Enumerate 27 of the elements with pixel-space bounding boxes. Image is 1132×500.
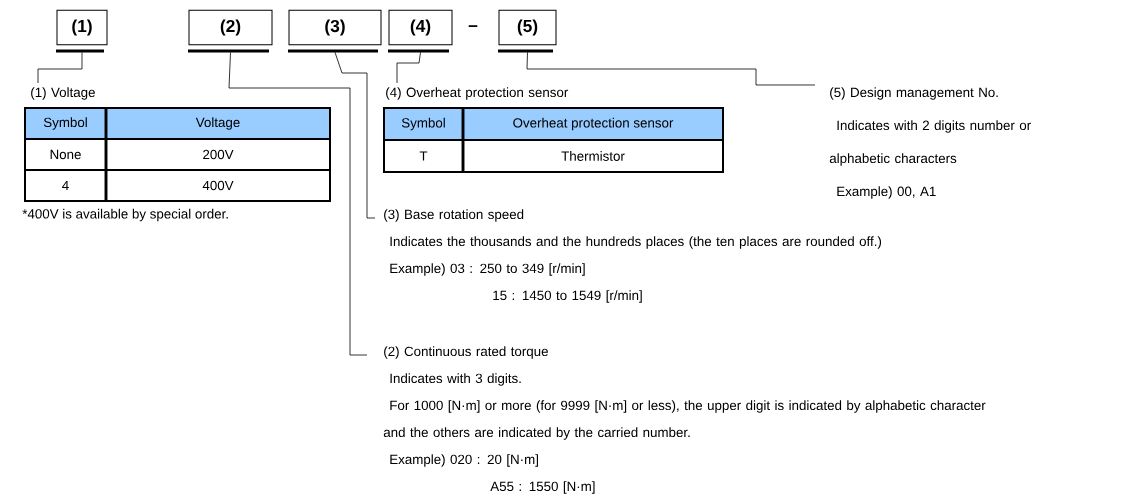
table-cell: T [419,151,428,161]
description: (3) Base rotation speed Indicates the thousands and the hundreds places (the ten places are rounded off.) Example) 03 : 250 to 349 [r/min] 15 : 1450 to 1549 [r/min] [384,209,882,303]
table-cell: 400V [202,180,234,191]
table-cell: Voltage [195,117,240,130]
table-cell: 4 [62,180,69,191]
footnote: *400V is available by special order. [22,208,228,222]
table-cell: Thermistor [561,151,625,161]
table-cell: None [50,149,81,160]
code-box: (4) [388,9,453,46]
table-cell: Symbol [401,117,445,131]
dash: – [468,25,478,27]
description: (2) Continuous rated torque Indicates with 3 digits. For 1000 [N·m] or more (for 9999 [N·m] or less), the upper digit is indicated by alphabetic character and the others are indicated by the carried number. Example) 020 : 20 [N·m] A55 : 1550 [N·m] [383,346,986,494]
code-box: (1) [56,9,108,46]
code-box: (5) [498,9,557,46]
table-cell: Overheat protection sensor [513,117,674,131]
description: (1) Voltage [31,87,95,100]
leader-line [396,51,421,84]
description: (5) Design management No. Indicates with 2 digits number or alphabetic characters Example) 00, A1 [829,87,1031,199]
leader-line [334,51,376,219]
leader-line [228,51,368,356]
code-box: (2) [188,9,273,46]
leader-line [526,51,816,86]
code-box: (3) [288,9,382,46]
table-cell: 200V [203,149,234,160]
table-cell: Symbol [43,117,87,130]
leader-line [37,51,83,84]
description: (4) Overheat protection sensor [386,87,569,100]
